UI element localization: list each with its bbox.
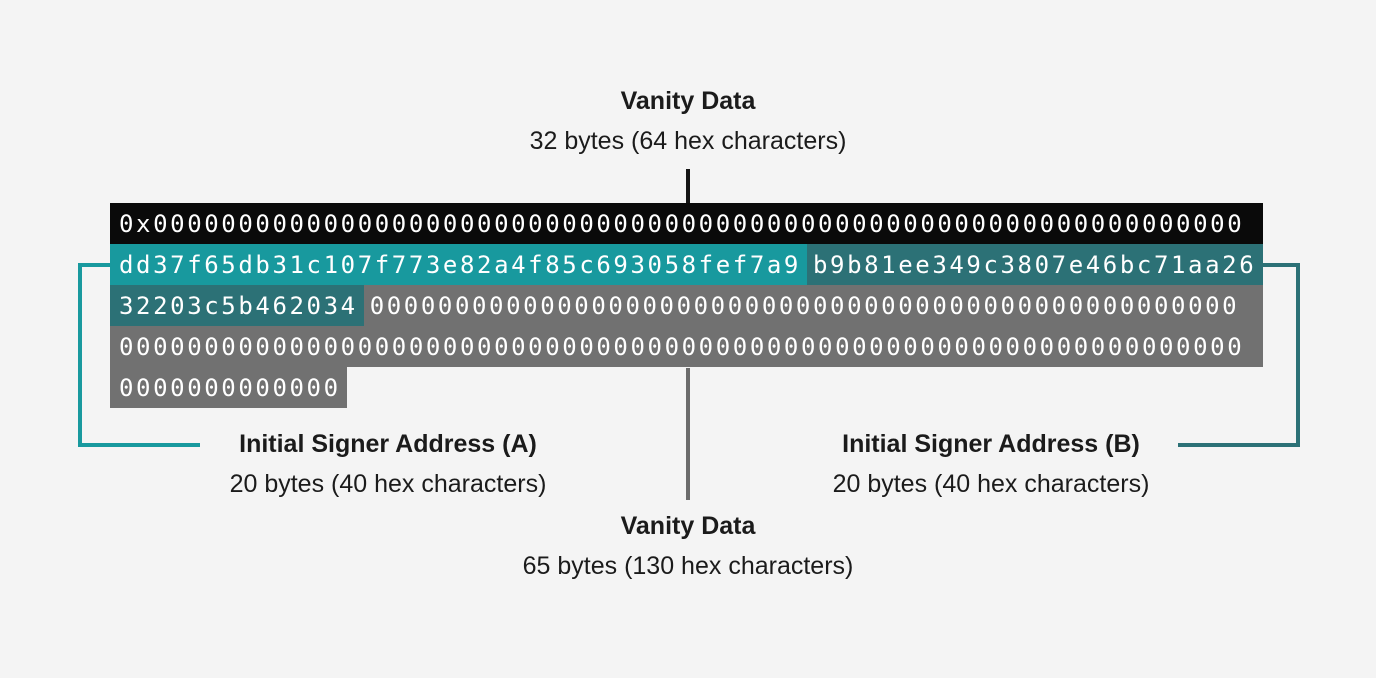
hex-row-signer-b-and-zeros: 32203c5b462034 0000000000000000000000000…	[110, 285, 1263, 326]
vanity-zeros-segment-2: 0000000000000000000000000000000000000000…	[110, 326, 1263, 367]
signer-b-bracket-vertical	[1296, 263, 1300, 447]
top-vanity-subtitle: 32 bytes (64 hex characters)	[529, 127, 847, 155]
hex-row-signer-addresses: dd37f65db31c107f773e82a4f85c693058fef7a9…	[110, 244, 1263, 285]
vanity-zeros-segment-3: 0000000000000	[110, 367, 347, 408]
signer-a-bracket-top	[78, 263, 110, 267]
signer-b-label: Initial Signer Address (B) 20 bytes (40 …	[806, 429, 1176, 499]
vanity-zeros-segment-1: 0000000000000000000000000000000000000000…	[363, 285, 1263, 326]
hex-row-zeros-tail: 0000000000000	[110, 367, 1263, 408]
signer-a-subtitle: 20 bytes (40 hex characters)	[229, 470, 547, 498]
bottom-vanity-label: Vanity Data 65 bytes (130 hex characters…	[0, 511, 1376, 581]
signer-b-segment-part1: b9b81ee349c3807e46bc71aa26	[806, 244, 1263, 285]
signer-b-title: Initial Signer Address (B)	[842, 430, 1140, 458]
signer-b-bracket-top	[1263, 263, 1300, 267]
signer-a-segment: dd37f65db31c107f773e82a4f85c693058fef7a9	[110, 244, 807, 285]
signer-b-bracket-bottom	[1178, 443, 1300, 447]
bottom-vanity-title: Vanity Data	[620, 512, 756, 540]
top-connector-line	[686, 169, 690, 204]
hex-data-bar: 0x00000000000000000000000000000000000000…	[110, 203, 1263, 408]
top-vanity-title: Vanity Data	[620, 87, 756, 115]
hex-row-zeros-full: 0000000000000000000000000000000000000000…	[110, 326, 1263, 367]
hex-row-vanity-prefix: 0x00000000000000000000000000000000000000…	[110, 203, 1263, 244]
bottom-connector-line	[686, 368, 690, 500]
vanity-prefix-segment: 0x00000000000000000000000000000000000000…	[110, 203, 1263, 244]
signer-a-title: Initial Signer Address (A)	[239, 430, 537, 458]
bottom-vanity-subtitle: 65 bytes (130 hex characters)	[522, 552, 854, 580]
signer-b-subtitle: 20 bytes (40 hex characters)	[832, 470, 1150, 498]
signer-a-bracket-vertical	[78, 263, 82, 447]
signer-a-bracket-bottom	[78, 443, 200, 447]
signer-b-segment-part2: 32203c5b462034	[110, 285, 364, 326]
top-vanity-label: Vanity Data 32 bytes (64 hex characters)	[0, 86, 1376, 156]
signer-a-label: Initial Signer Address (A) 20 bytes (40 …	[203, 429, 573, 499]
